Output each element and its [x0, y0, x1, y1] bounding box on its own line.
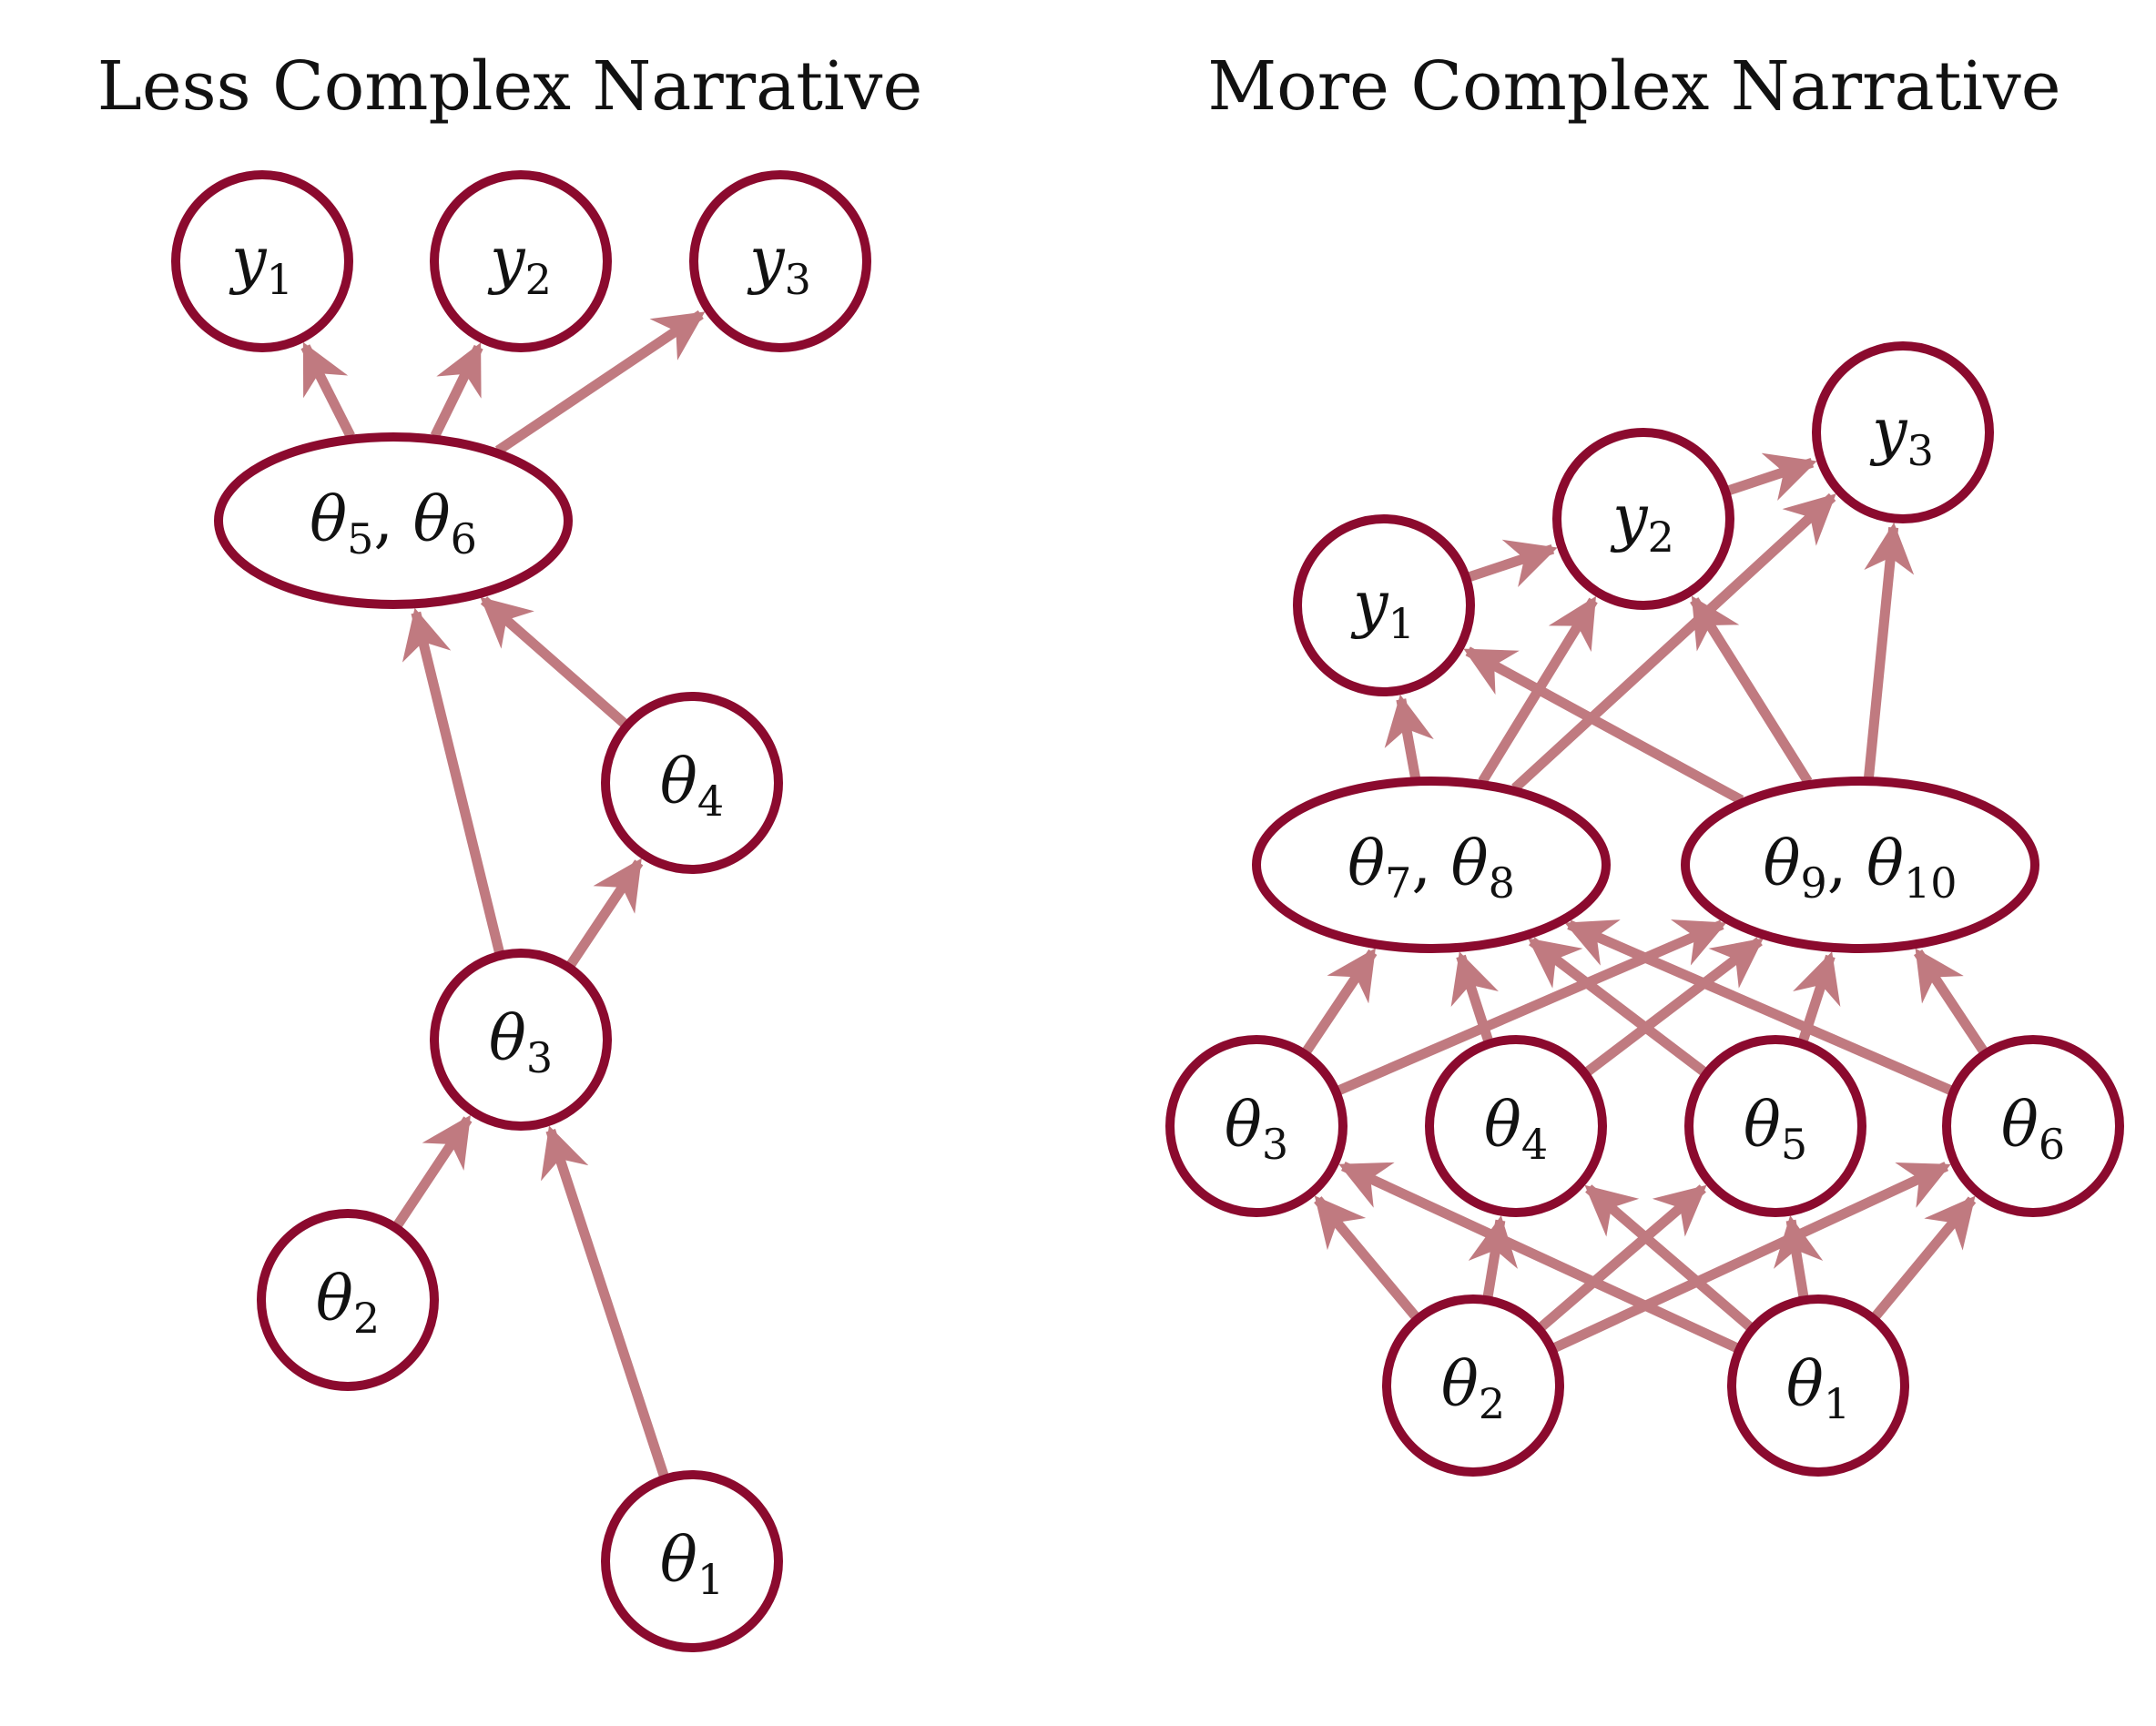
node-label-t3: θ3​ [1225, 1090, 1288, 1169]
node-label-y1: y1​ [1350, 569, 1415, 648]
edge-t4-to-t910 [1584, 937, 1764, 1076]
panel-more-complex: More Complex Narrative y1​ y2​ y3​ θ7​, θ8​… [1165, 47, 2124, 1477]
edge-t3-to-t56 [402, 607, 504, 954]
edge-t4-to-t78 [1450, 951, 1499, 1042]
node-shape-t4 [1425, 1035, 1607, 1217]
node-t56: θ5​, θ6​ [214, 432, 573, 609]
edge-t910-to-y1 [1463, 646, 1744, 805]
node-t2: θ2​ [1382, 1294, 1564, 1477]
edge-t78-to-y1 [1384, 694, 1434, 779]
edge-t56-to-y1 [300, 341, 355, 439]
node-label-t5: θ5​ [1744, 1090, 1807, 1169]
edge-t5-to-t78 [1528, 937, 1707, 1076]
node-shape-t6 [1942, 1035, 2124, 1217]
node-y3: y3​ [689, 170, 871, 352]
edge-t6-to-t78 [1564, 919, 1953, 1095]
node-shape-t78 [1252, 777, 1611, 953]
node-label-t4: θ4​ [660, 746, 724, 826]
node-shape-t3 [1165, 1035, 1348, 1217]
node-shape-y3 [689, 170, 871, 352]
node-t3: θ3​ [430, 949, 612, 1131]
node-t5: θ5​ [1684, 1035, 1866, 1217]
edge-t56-to-y3 [494, 310, 706, 455]
node-t78: θ7​, θ8​ [1252, 777, 1611, 953]
edge-t3-to-t4 [566, 858, 644, 968]
node-y2: y2​ [430, 170, 612, 352]
panel-less-complex: Less Complex Narrative y1​ y2​ y3​ θ5​, θ6​… [97, 47, 923, 1652]
node-shape-t3 [430, 949, 612, 1131]
node-t3: θ3​ [1165, 1035, 1348, 1217]
node-shape-t2 [257, 1209, 439, 1391]
node-label-y2: y2​ [487, 225, 552, 304]
node-shape-t1 [1727, 1294, 1909, 1477]
node-shape-t5 [1684, 1035, 1866, 1217]
edge-t78-to-y3 [1511, 492, 1836, 792]
edge-t1-to-t6 [1871, 1195, 1977, 1320]
edge-y1-to-y2 [1468, 539, 1558, 587]
edge-t1-to-t3 [541, 1125, 669, 1477]
node-shape-y2 [430, 170, 612, 352]
node-shape-t1 [601, 1470, 783, 1652]
edge-t910-to-y2 [1690, 595, 1813, 785]
node-t4: θ4​ [1425, 1035, 1607, 1217]
edge-t1-to-t4 [1584, 1184, 1754, 1331]
node-t1: θ1​ [1727, 1294, 1909, 1477]
edge-t3-to-t910 [1337, 919, 1727, 1095]
node-label-y3: y3​ [1869, 396, 1934, 475]
edge-t56-to-y2 [430, 342, 483, 439]
nodes-less-complex: y1​ y2​ y3​ θ5​, θ6​ θ4​ θ3​ θ2​ θ1​ [171, 170, 871, 1652]
node-label-t1: θ1​ [660, 1525, 724, 1604]
edge-t1-to-t5 [1774, 1215, 1824, 1298]
node-shape-y1 [171, 170, 353, 352]
edge-t3-to-t78 [1302, 948, 1378, 1054]
panel-title-more-complex: More Complex Narrative [1207, 47, 2060, 126]
nodes-more-complex: y1​ y2​ y3​ θ7​, θ8​ θ9​, θ10​ θ3​ θ4​ θ5​ θ6​ θ2… [1165, 341, 2124, 1477]
edge-t2-to-t3 [1314, 1195, 1419, 1320]
node-y3: y3​ [1812, 341, 1994, 523]
node-label-t56: θ5​, θ6​ [310, 484, 477, 563]
node-label-y2: y2​ [1610, 482, 1674, 562]
node-shape-t56 [214, 432, 573, 609]
node-t2: θ2​ [257, 1209, 439, 1391]
node-shape-y2 [1552, 428, 1734, 610]
node-shape-t910 [1681, 777, 2039, 953]
edge-t2-to-t6 [1552, 1162, 1951, 1353]
edges-less-complex [300, 310, 706, 1477]
node-shape-t2 [1382, 1294, 1564, 1477]
edge-t2-to-t5 [1538, 1184, 1707, 1331]
node-label-t3: θ3​ [489, 1003, 553, 1082]
node-label-y1: y1​ [229, 225, 293, 304]
edge-y2-to-y3 [1727, 452, 1817, 501]
node-t4: θ4​ [601, 692, 783, 874]
node-shape-t4 [601, 692, 783, 874]
node-shape-y3 [1812, 341, 1994, 523]
node-label-t6: θ6​ [2001, 1090, 2065, 1169]
edge-t4-to-t56 [480, 596, 628, 727]
node-label-t78: θ7​, θ8​ [1348, 828, 1515, 908]
edges-more-complex [1302, 452, 1988, 1353]
node-y2: y2​ [1552, 428, 1734, 610]
node-shape-y1 [1293, 514, 1475, 696]
node-label-t2: θ2​ [316, 1264, 380, 1343]
node-t1: θ1​ [601, 1470, 783, 1652]
node-label-t1: θ1​ [1786, 1349, 1850, 1428]
node-label-t910: θ9​, θ10​ [1764, 828, 1958, 908]
edge-t1-to-t3 [1338, 1162, 1739, 1353]
node-t910: θ9​, θ10​ [1681, 777, 2039, 953]
edge-t910-to-y3 [1864, 523, 1915, 778]
edge-t6-to-t910 [1913, 948, 1988, 1054]
node-label-y3: y3​ [747, 225, 811, 304]
node-label-t4: θ4​ [1484, 1090, 1548, 1169]
node-t6: θ6​ [1942, 1035, 2124, 1217]
edge-t2-to-t3 [393, 1114, 473, 1228]
node-label-t2: θ2​ [1441, 1349, 1505, 1428]
node-y1: y1​ [1293, 514, 1475, 696]
node-y1: y1​ [171, 170, 353, 352]
panel-title-less-complex: Less Complex Narrative [97, 47, 923, 126]
